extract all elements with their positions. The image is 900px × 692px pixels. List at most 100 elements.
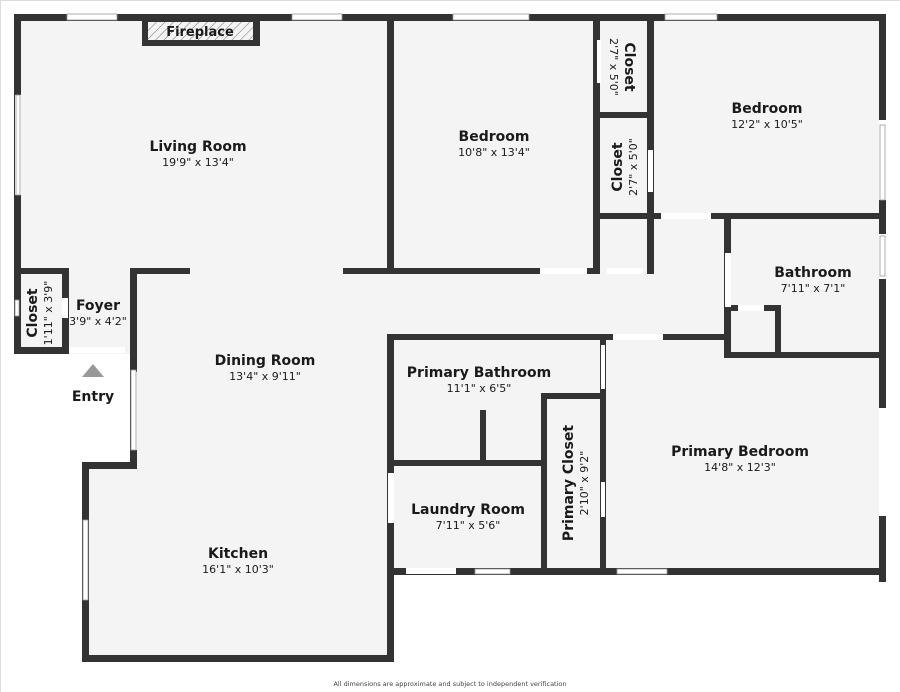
room-dimensions: 3'9" x 4'2" bbox=[69, 315, 127, 328]
room-dimensions: 11'1" x 6'5" bbox=[447, 382, 512, 395]
window bbox=[66, 13, 118, 21]
room-dimensions: 16'1" x 10'3" bbox=[202, 563, 274, 576]
door-opening bbox=[738, 305, 764, 311]
wall-segment bbox=[130, 268, 190, 274]
window bbox=[616, 568, 668, 575]
wall-segment bbox=[82, 462, 137, 469]
door-opening bbox=[661, 213, 711, 219]
room-name: Dining Room bbox=[215, 353, 316, 369]
wall-segment bbox=[14, 268, 69, 274]
window bbox=[664, 13, 718, 21]
room-name: Primary Bathroom bbox=[407, 365, 551, 381]
wall-segment bbox=[82, 655, 394, 662]
wall-segment bbox=[14, 14, 886, 21]
fireplace: Fireplace bbox=[148, 22, 253, 40]
fireplace-label: Fireplace bbox=[166, 25, 234, 40]
wall-segment bbox=[879, 14, 886, 582]
door-opening bbox=[648, 150, 653, 192]
wall-segment bbox=[593, 213, 886, 219]
window bbox=[291, 13, 343, 21]
room-dimensions: 13'4" x 9'11" bbox=[229, 370, 301, 383]
fireplace-hatch bbox=[148, 22, 253, 40]
room-name: Closet bbox=[610, 142, 626, 192]
window bbox=[879, 124, 886, 201]
room-name: Bedroom bbox=[732, 101, 803, 117]
room-name: Foyer bbox=[76, 298, 120, 314]
window bbox=[474, 568, 511, 575]
room-dimensions: 2'7" x 5'0" bbox=[607, 38, 620, 96]
room-name: Bathroom bbox=[774, 265, 852, 281]
door-opening bbox=[725, 253, 731, 307]
wall-segment bbox=[343, 268, 600, 274]
door-opening bbox=[601, 482, 605, 517]
room-name: Living Room bbox=[149, 139, 246, 155]
door-opening bbox=[597, 40, 601, 83]
door-opening bbox=[406, 568, 456, 574]
room-dimensions: 19'9" x 13'4" bbox=[162, 156, 234, 169]
windows bbox=[14, 13, 886, 601]
room-name: Laundry Room bbox=[411, 502, 525, 518]
window bbox=[130, 369, 137, 451]
wall-segment bbox=[541, 393, 606, 399]
door-opening bbox=[388, 473, 394, 523]
wall-segment bbox=[387, 334, 394, 574]
door-opening bbox=[540, 268, 587, 274]
door-opening bbox=[613, 334, 663, 340]
disclaimer-note: All dimensions are approximate and subje… bbox=[333, 680, 567, 688]
wall-segment bbox=[387, 334, 730, 340]
room-dimensions: 7'11" x 7'1" bbox=[781, 282, 846, 295]
room-name: Closet bbox=[621, 42, 637, 92]
room-name: Primary Closet bbox=[561, 425, 577, 541]
wall-segment bbox=[130, 268, 137, 469]
room-dimensions: 10'8" x 13'4" bbox=[458, 146, 530, 159]
wall-segment bbox=[724, 352, 886, 358]
room-dimensions: 2'10" x 9'2" bbox=[578, 451, 591, 516]
entry-label: Entry bbox=[72, 389, 114, 405]
window bbox=[879, 235, 886, 277]
wall-segment bbox=[647, 14, 654, 274]
wall-segment bbox=[387, 14, 394, 274]
room-dimensions: 14'8" x 12'3" bbox=[704, 461, 776, 474]
wall-segment bbox=[387, 460, 547, 466]
wall-segment bbox=[14, 347, 69, 354]
window bbox=[15, 94, 21, 196]
wall-segment bbox=[600, 334, 606, 574]
window bbox=[82, 519, 89, 601]
room-dimensions: 1'11" x 3'9" bbox=[42, 281, 55, 346]
wall-segment bbox=[593, 112, 654, 118]
room-name: Primary Bedroom bbox=[671, 444, 809, 460]
room-name: Bedroom bbox=[459, 129, 530, 145]
door-opening bbox=[879, 408, 886, 516]
room-dimensions: 2'7" x 5'0" bbox=[627, 138, 640, 196]
entry-arrow-icon bbox=[82, 364, 104, 377]
door-opening bbox=[601, 345, 605, 389]
wall-segment bbox=[541, 393, 547, 575]
room-name: Closet bbox=[25, 288, 41, 338]
room-name: Kitchen bbox=[208, 546, 268, 562]
window bbox=[452, 13, 530, 21]
wall-segment bbox=[593, 14, 600, 274]
room-dimensions: 7'11" x 5'6" bbox=[436, 519, 501, 532]
window bbox=[14, 299, 20, 317]
door-opening bbox=[607, 268, 643, 274]
entry-marker: Entry bbox=[72, 364, 114, 405]
wall-segment bbox=[775, 305, 781, 358]
wall-segment bbox=[387, 568, 394, 662]
door-opening bbox=[62, 298, 68, 318]
